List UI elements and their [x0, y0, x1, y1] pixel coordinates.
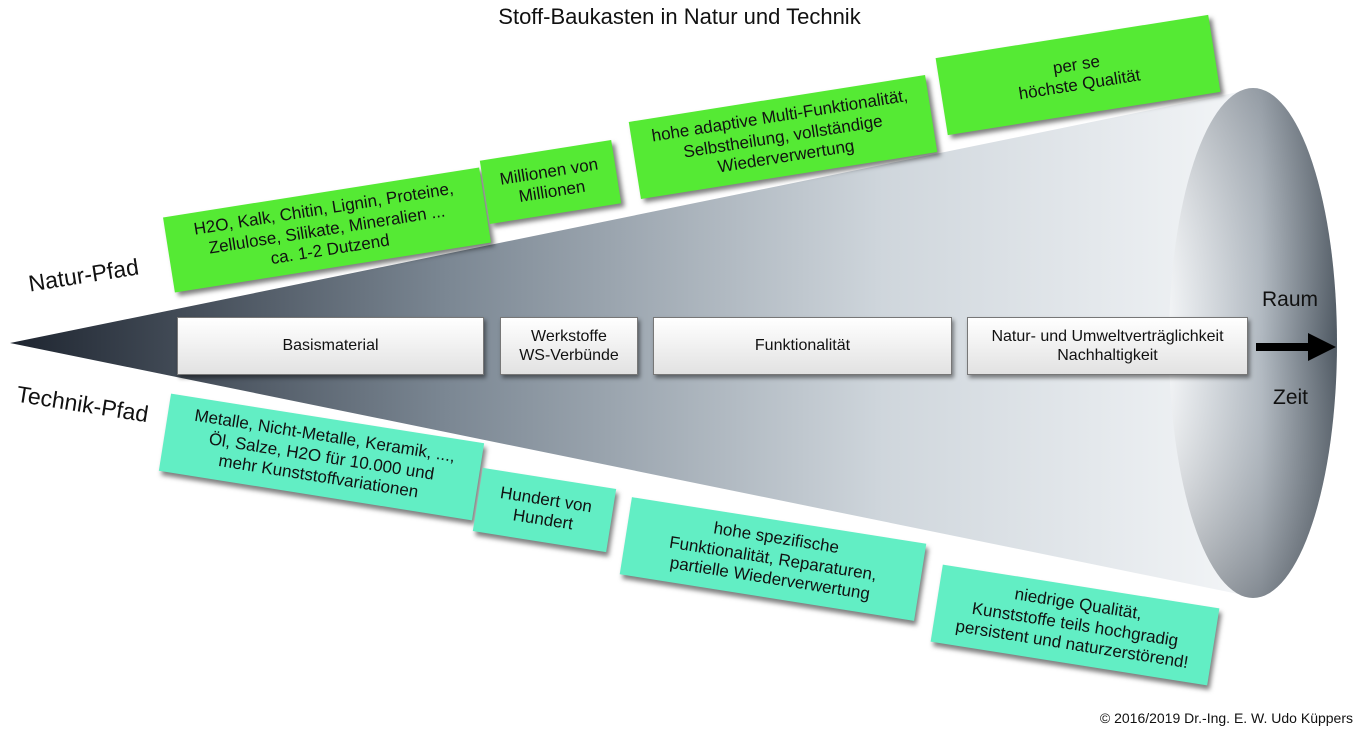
axis-label-zeit: Zeit: [1273, 386, 1309, 409]
stage-basismaterial: Basismaterial: [177, 317, 484, 375]
stage-nachhaltigkeit: Natur- und Umweltverträglichkeit Nachhal…: [967, 317, 1248, 375]
stage-funktionalitaet: Funktionalität: [653, 317, 952, 375]
copyright-notice: © 2016/2019 Dr.-Ing. E. W. Udo Küppers: [1099, 710, 1353, 726]
cone-cap-shade: [1169, 88, 1337, 598]
diagram-title: Stoff-Baukasten in Natur und Technik: [498, 4, 861, 29]
arrow-right-icon: [1256, 333, 1336, 361]
stage-werkstoffe: Werkstoffe WS-Verbünde: [500, 317, 638, 375]
axis-label-raum: Raum: [1262, 288, 1319, 311]
